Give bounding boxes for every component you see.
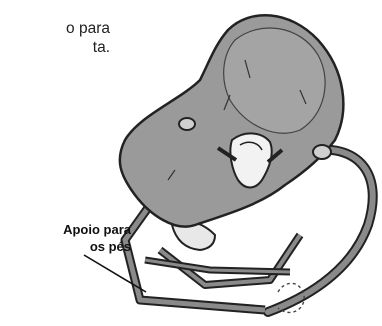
headrest-panel bbox=[223, 27, 326, 134]
callout-line-1: Apoio para bbox=[63, 222, 131, 237]
callout-pointer bbox=[83, 254, 147, 293]
description-line-2: ta. bbox=[92, 39, 110, 56]
side-knob-right bbox=[312, 144, 332, 160]
description-line-1: o para bbox=[66, 20, 110, 37]
side-knob-left bbox=[178, 117, 196, 131]
callout-line-2: os pés bbox=[89, 239, 131, 254]
footrest-callout-label: Apoio para os pés bbox=[15, 221, 131, 255]
harness-buckle bbox=[229, 132, 273, 189]
description-text: o para ta. bbox=[18, 19, 110, 57]
dashed-detail bbox=[277, 282, 305, 313]
